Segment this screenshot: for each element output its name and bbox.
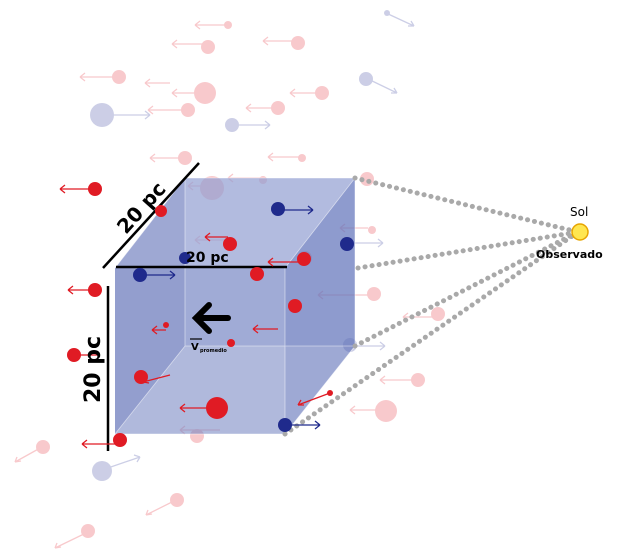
velocity-symbol: V bbox=[191, 342, 199, 353]
sight-lines bbox=[282, 175, 581, 437]
sun-label: Sol bbox=[570, 205, 588, 219]
bold-left-arrow-icon bbox=[191, 302, 231, 334]
cube-front-face bbox=[115, 268, 285, 434]
cube-left-dark-face bbox=[115, 178, 185, 434]
velocity-subscript: promedio bbox=[200, 348, 227, 354]
dimension-lines bbox=[102, 162, 287, 451]
cube-right-face bbox=[285, 178, 355, 434]
cube-top-face bbox=[115, 178, 355, 268]
width-label: 20 pc bbox=[186, 250, 229, 266]
cube-volume bbox=[114, 177, 356, 435]
sun-dot-icon bbox=[571, 223, 589, 241]
height-label: 20 pc bbox=[81, 336, 106, 403]
foreground-stars bbox=[59, 182, 354, 449]
observer-label: Observado bbox=[536, 248, 603, 261]
